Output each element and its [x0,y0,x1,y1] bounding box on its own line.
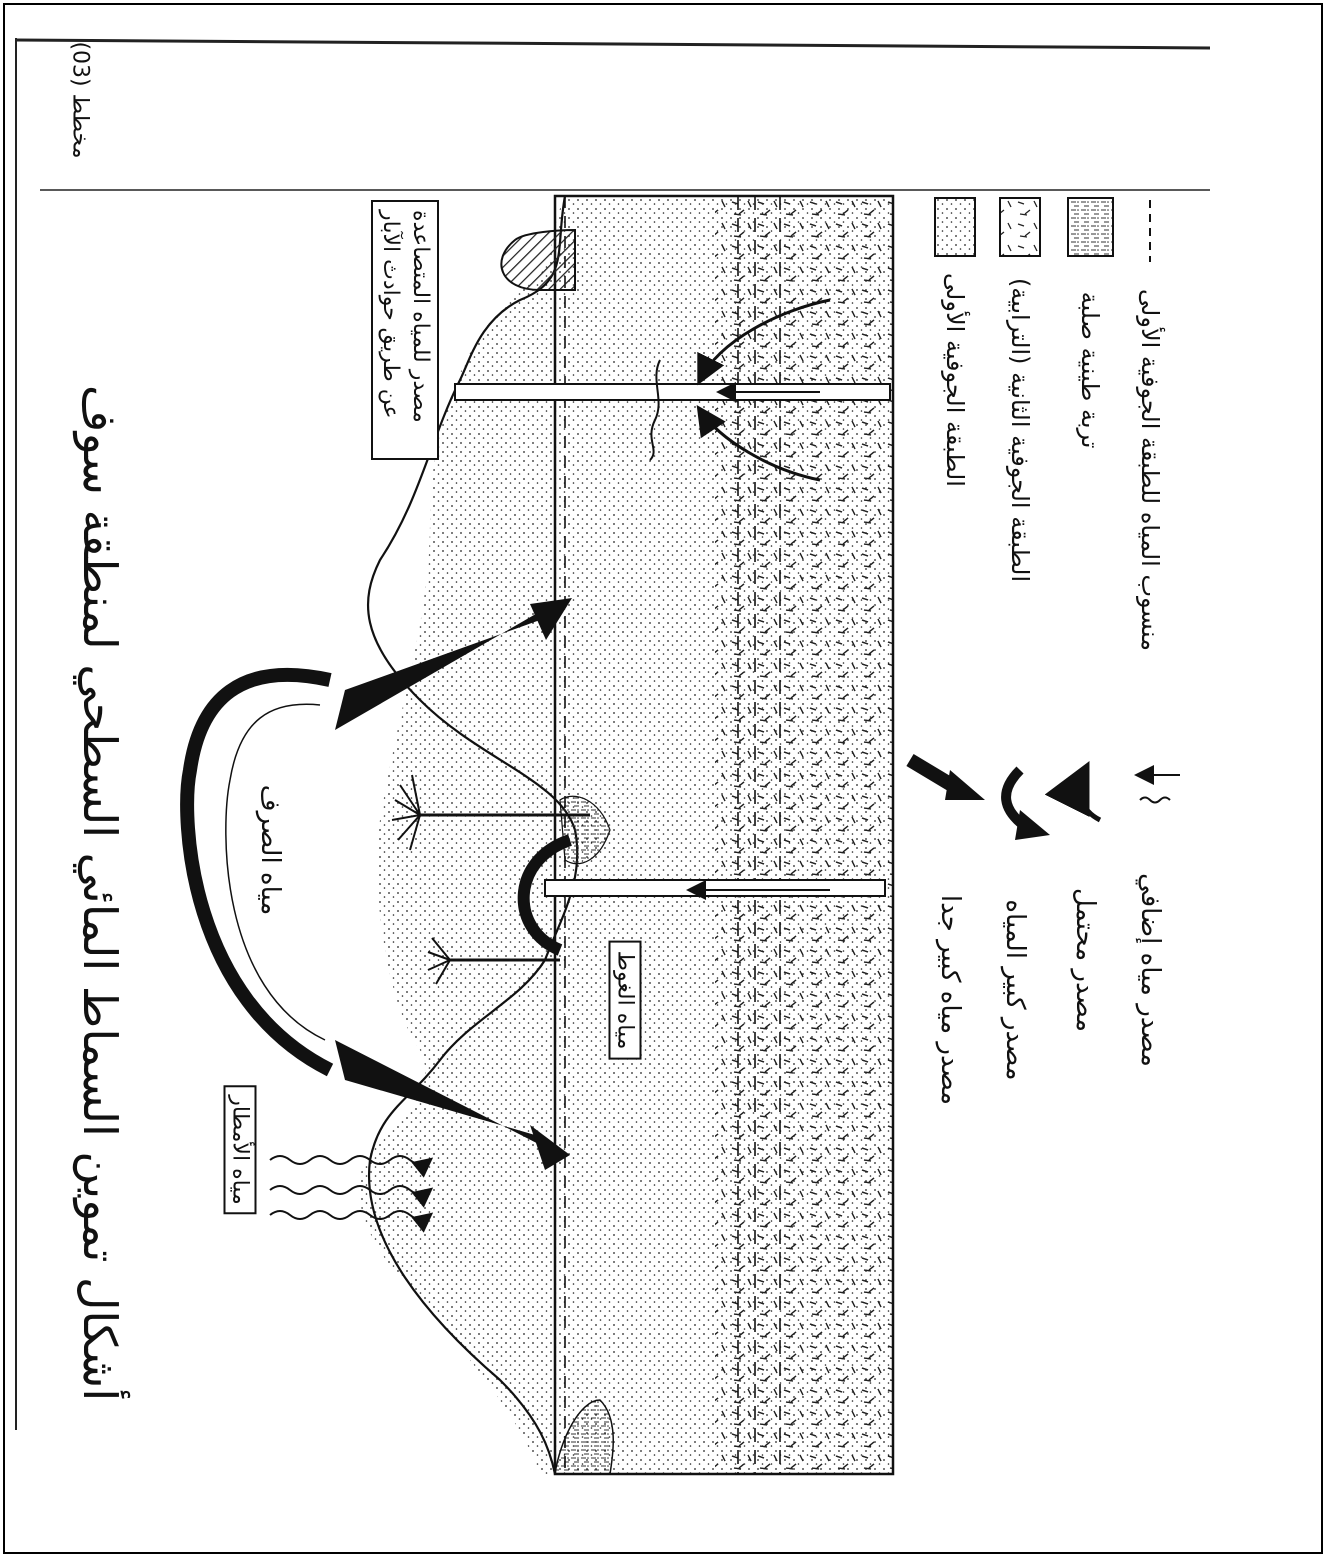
legend-second-layer-label: الطبقة الجوفية الثانية (الترابية) [1006,278,1034,582]
label-rain-water: مياه الأمطار [224,1085,257,1214]
legend-source-2-label: مصدر كبير المياه [1000,899,1030,1080]
well-right [455,384,890,400]
legend-source-3-label: مصدر محتمل [1070,888,1100,1032]
page-title: أشكال تموين السماط المائي السطحي لمنطقة … [73,385,127,1255]
legend-water-table-label: منسوب المياه للطبقة الجوفية الأولى [1136,289,1164,651]
label-rising-source: مصدر للمياه المتصاعدة عن طريق حوادث الآب… [371,200,439,460]
legend-first-layer-label: الطبقة الجوفية الأولى [941,273,969,487]
legend-source-1-label: مصدر مياه كبير جدا [935,895,965,1105]
legend-swatch-first-layer [935,198,975,256]
label-urban-water: مياه الصرف [255,785,285,916]
legend-swatch-clay [1068,198,1113,256]
well-center [545,880,885,896]
sheet-label: مخطط (03) [68,41,93,158]
sheet-top-rule [16,40,1210,48]
legend-swatch-second-layer [1000,198,1040,256]
curved-thin-arrow-icon [1080,770,1100,820]
label-ghout-water: مياه الغوط [609,941,642,1060]
legend-clay-label: تربة طينية صلبة [1076,292,1104,449]
legend-source-4-label: مصدر مياه إضافي [1135,873,1165,1067]
building-dome [501,230,575,290]
